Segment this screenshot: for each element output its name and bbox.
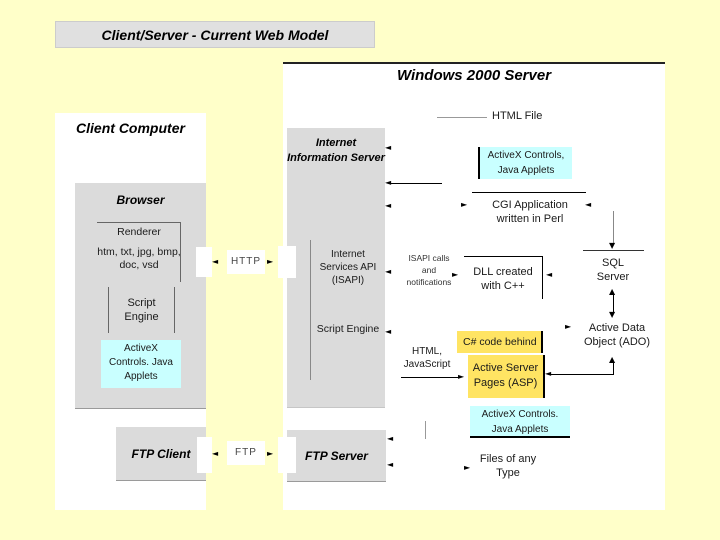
isapi-label: Internet Services API (ISAPI)	[319, 249, 377, 286]
http-arrow-left-icon: ◄	[212, 257, 219, 266]
iis-column	[287, 128, 385, 408]
cgi-label: CGI Application written in Perl	[492, 199, 568, 225]
server-script-engine-label: Script Engine	[316, 323, 380, 335]
sql-top-line	[583, 250, 644, 251]
html-file-label: HTML File	[492, 110, 543, 122]
files-arrow-icon: ►	[464, 463, 471, 472]
ftp-notch-left	[197, 437, 212, 473]
client-script-engine-box: Script Engine	[108, 287, 175, 333]
dll-arrow-in-icon: ►	[452, 270, 459, 279]
html-javascript-arrow-icon: ►	[458, 372, 465, 381]
asp-ado-left-arrow-icon: ◄	[545, 369, 552, 378]
html-javascript-label: HTML, JavaScript	[403, 346, 451, 370]
html-javascript-line	[401, 377, 459, 378]
iis-arrow-3-icon: ◄	[385, 201, 392, 210]
asp-ado-hline	[551, 374, 614, 375]
client-activex-box: ActiveX Controls. Java Applets	[101, 340, 181, 388]
cgi-top-line	[472, 192, 586, 193]
dll-arrow-out-icon: ◄	[546, 270, 553, 279]
browser-label: Browser	[116, 193, 165, 207]
isapi-arrow-icon: ◄	[385, 267, 392, 276]
sql-ado-up-arrow-icon: ▲	[609, 287, 616, 296]
client-panel-title: Client Computer	[76, 120, 185, 136]
ftp-server-arrow-2-icon: ◄	[387, 460, 394, 469]
ftp-arrow-left-icon: ◄	[212, 449, 219, 458]
ado-arrow-in-icon: ►	[565, 322, 572, 331]
sql-in-line	[613, 211, 614, 243]
http-arrow-right-icon: ►	[267, 257, 274, 266]
sql-ado-line	[613, 294, 614, 312]
ftp-server-arrow-1-icon: ◄	[387, 434, 394, 443]
ftp-server-box: FTP Server	[287, 430, 386, 482]
html-file-line	[437, 117, 487, 118]
csharp-box: C# code behind	[457, 331, 543, 353]
iis-arrow-2-icon: ◄	[385, 178, 392, 187]
file-types-label: htm, txt, jpg, bmp, doc, vsd	[97, 246, 181, 271]
ftp-client-box: FTP Client	[116, 427, 206, 481]
renderer-box	[97, 222, 181, 282]
cgi-arrow-out-icon: ◄	[585, 200, 592, 209]
sql-ado-down-arrow-icon: ▼	[609, 310, 616, 319]
ftp-label: FTP	[227, 441, 265, 465]
http-notch-left	[196, 247, 212, 277]
asp-ado-vline	[613, 362, 614, 374]
server-activex-top-box: ActiveX Controls, Java Applets	[478, 147, 572, 179]
ftp-arrow-right-icon: ►	[267, 449, 274, 458]
asp-ado-up-arrow-icon: ▲	[609, 355, 616, 364]
iis-label: Internet Information Server	[287, 137, 385, 164]
ftp-activex-line	[425, 421, 426, 439]
http-notch-right	[278, 246, 296, 278]
sql-server-label: SQL Server	[596, 257, 630, 283]
script-engine-arrow-icon: ◄	[385, 327, 392, 336]
iis-arrow-2-line	[391, 183, 442, 184]
ftp-notch-right	[278, 437, 296, 473]
sql-in-arrow-icon: ▼	[609, 241, 616, 250]
server-panel-title: Windows 2000 Server	[396, 67, 552, 84]
cgi-arrow-in-icon: ►	[461, 200, 468, 209]
isapi-calls-label: ISAPI calls and notifications	[406, 253, 452, 287]
ado-label: Active Data Object (ADO)	[583, 322, 650, 348]
asp-box: Active Server Pages (ASP)	[468, 355, 545, 398]
slide-title: Client/Server - Current Web Model	[55, 21, 375, 48]
isapi-divider-line	[310, 240, 311, 380]
iis-arrow-1-icon: ◄	[385, 143, 392, 152]
http-label: HTTP	[227, 250, 265, 274]
renderer-label: Renderer	[117, 226, 161, 238]
dll-box: DLL created with C++	[464, 256, 543, 299]
files-label: Files of any Type	[479, 453, 537, 479]
server-activex-bottom-box: ActiveX Controls. Java Applets	[470, 406, 570, 438]
